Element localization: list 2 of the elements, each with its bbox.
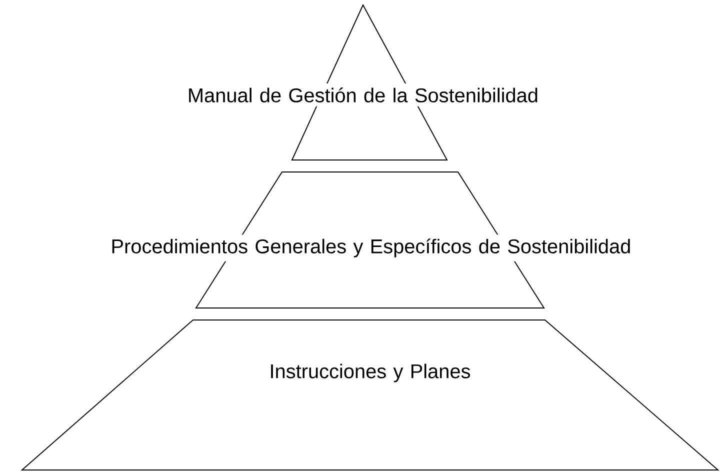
pyramid-level: Procedimientos Generales y Específicos de Sostenibilidad <box>87 172 655 308</box>
pyramid-level: Manual de Gestión de la Sostenibilidad <box>149 4 577 160</box>
